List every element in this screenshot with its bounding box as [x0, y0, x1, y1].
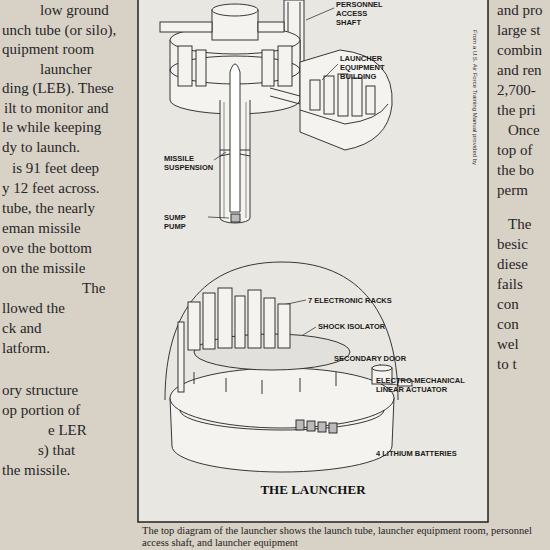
part-label: 4 LITHIUM BATTERIES — [376, 449, 481, 458]
text-fragment: le while keeping — [2, 119, 101, 136]
sump-pump — [231, 214, 240, 222]
text-fragment: top of — [497, 142, 532, 159]
part-label: ELECTRO-MECHANICAL LINEAR ACTUATOR — [376, 376, 476, 394]
text-fragment: is 91 feet deep — [12, 160, 99, 177]
text-fragment: tube, the nearly — [2, 200, 95, 217]
text-fragment: llowed the — [2, 300, 65, 317]
text-fragment: the pri — [497, 102, 536, 119]
text-fragment: combin — [497, 42, 542, 59]
text-fragment: e LER — [48, 422, 87, 439]
missile — [230, 64, 240, 212]
text-fragment: y 12 feet across. — [2, 180, 99, 197]
text-fragment: dy to launch. — [2, 139, 80, 156]
text-fragment: on the missile — [2, 260, 85, 277]
text-fragment: quipment room — [2, 41, 94, 58]
text-fragment: ding (LEB). These — [2, 80, 114, 97]
part-label: MISSILE SUSPENSION — [164, 154, 214, 172]
text-fragment: launcher — [40, 61, 92, 78]
text-fragment: 2,700- — [497, 82, 536, 99]
text-fragment: wel — [497, 336, 519, 353]
part-label: SECONDARY DOOR — [334, 354, 424, 363]
text-fragment: con — [497, 296, 519, 313]
text-fragment: unch tube (or silo), — [2, 22, 116, 39]
source-credit: From a U.S. Air Force Training Manual pr… — [471, 30, 478, 165]
electronic-racks — [188, 288, 290, 350]
text-fragment: eman missile — [2, 220, 81, 237]
text-fragment: and pro — [497, 2, 542, 19]
part-label: PERSONNEL ACCESS SHAFT — [336, 0, 390, 27]
text-fragment: Once — [508, 122, 540, 139]
ladder — [178, 322, 184, 392]
part-label: LAUNCHER EQUIPMENT BUILDING — [340, 54, 410, 81]
floor — [170, 368, 394, 428]
text-fragment: The — [508, 216, 531, 233]
text-fragment: the bo — [497, 162, 534, 179]
text-fragment: ilt to monitor and — [4, 100, 109, 117]
text-fragment: ove the bottom — [2, 240, 92, 257]
launcher-equipment-room — [165, 262, 412, 472]
text-fragment: besic — [497, 236, 528, 253]
text-fragment: low ground — [40, 2, 109, 19]
figure-caption: The top diagram of the launcher shows th… — [142, 525, 542, 548]
part-label: SHOCK ISOLATOR — [318, 322, 408, 331]
text-fragment: s) that — [38, 442, 75, 459]
text-fragment: ck and — [2, 320, 42, 337]
text-fragment: op portion of — [2, 402, 80, 419]
text-fragment: and ren — [497, 62, 542, 79]
text-fragment: fails — [497, 276, 523, 293]
text-fragment: to t — [497, 356, 517, 373]
text-fragment: large st — [497, 22, 540, 39]
text-fragment: The — [82, 280, 105, 297]
part-label: SUMP PUMP — [164, 213, 208, 231]
text-fragment: latform. — [2, 340, 50, 357]
text-fragment: the missile. — [2, 462, 70, 479]
text-fragment: ory structure — [2, 382, 78, 399]
lithium-batteries — [296, 420, 337, 433]
text-fragment: diese — [497, 256, 528, 273]
text-fragment: con — [497, 316, 519, 333]
part-label: 7 ELECTRONIC RACKS — [308, 296, 408, 305]
diagram-panel — [138, 0, 488, 522]
launch-facility — [160, 0, 392, 223]
diagram-title: THE LAUNCHER — [138, 482, 488, 498]
text-fragment: perm — [497, 182, 528, 199]
